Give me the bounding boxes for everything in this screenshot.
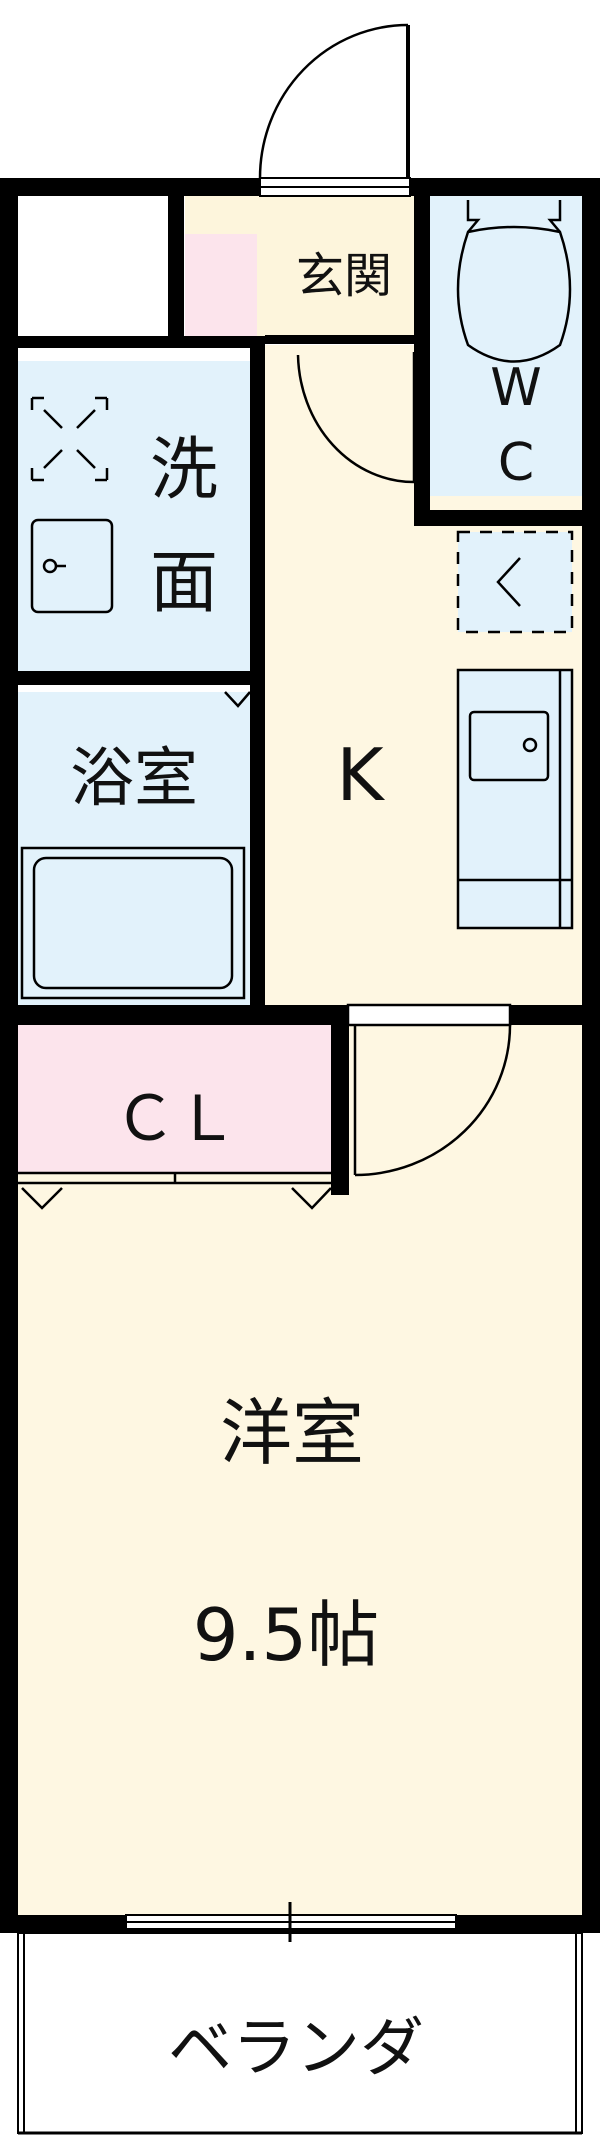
kitchen-vent-area <box>458 532 572 632</box>
entrance-door[interactable] <box>258 23 411 197</box>
wc-door[interactable] <box>296 352 416 484</box>
washroom-floor <box>18 361 250 671</box>
label-kitchen: K <box>336 733 385 817</box>
shoe-cabinet <box>185 234 257 336</box>
bathroom-door-arrow <box>224 691 251 708</box>
closet-sliding-doors[interactable] <box>18 1171 332 1210</box>
washroom-door-rail <box>253 348 264 660</box>
room-door[interactable] <box>346 1003 512 1177</box>
washbasin <box>30 518 114 614</box>
veranda-sliding-window[interactable] <box>125 1902 457 1942</box>
label-western-room-size: 9.5帖 <box>193 1593 380 1677</box>
bathtub <box>20 846 246 1000</box>
label-washroom-line2: 面 <box>150 544 218 623</box>
kitchen-vent-icon <box>456 530 574 634</box>
label-wc-line2: C <box>498 433 534 493</box>
washroom-vent-icon <box>30 396 109 482</box>
label-western-room: 洋室 <box>220 1391 364 1475</box>
kitchen-sink <box>456 668 574 930</box>
label-wc-line1: W <box>490 358 541 418</box>
veranda <box>17 1932 583 2135</box>
label-entrance: 玄関 <box>296 248 392 304</box>
closet-floor <box>18 1025 331 1173</box>
storage-white <box>18 196 168 336</box>
label-washroom-line1: 洗 <box>150 431 218 510</box>
label-veranda: ベランダ <box>168 2012 424 2086</box>
toilet-fixture <box>456 200 572 363</box>
label-bathroom: 浴室 <box>70 742 198 816</box>
kitchen-counter <box>458 670 572 928</box>
label-closet: ＣＬ <box>114 1082 238 1155</box>
